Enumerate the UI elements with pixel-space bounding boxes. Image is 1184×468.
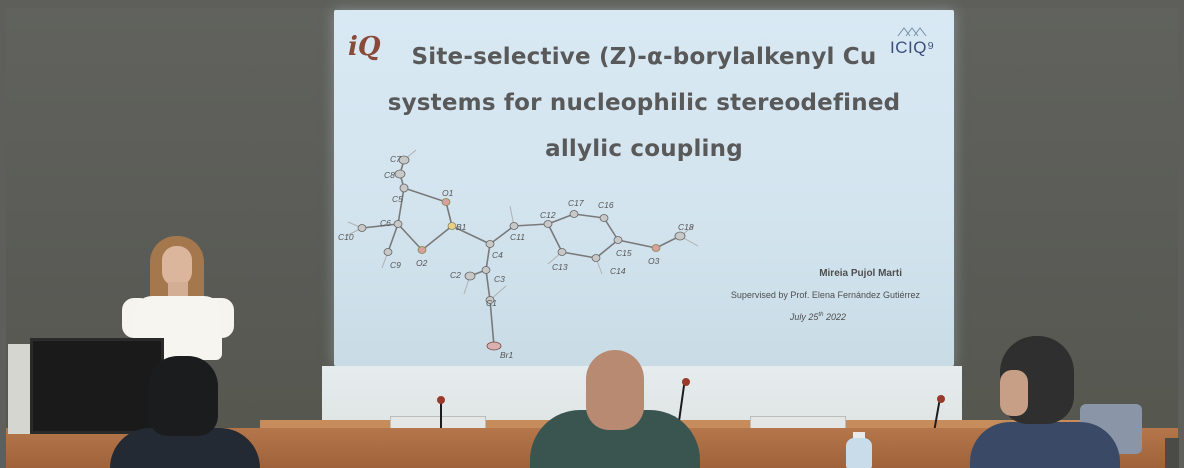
- date-prefix: July 25: [789, 312, 819, 322]
- speaker-face: [162, 246, 192, 286]
- atom-label: C8: [384, 170, 395, 180]
- atom-label: C6: [380, 218, 391, 228]
- atom-label: C4: [492, 250, 503, 260]
- slide-title-line-1: Site-selective (Z)-α-borylalkenyl Cu: [411, 44, 877, 70]
- microphone-icon: [437, 396, 445, 404]
- atom-label: B1: [456, 222, 467, 232]
- projected-slide: iQ ICIQ⁹ Site-selective (Z)-α-borylalken…: [334, 10, 954, 366]
- atom-label: C14: [610, 266, 626, 276]
- atom-label: C1: [486, 298, 497, 308]
- audience-member-right-face: [1000, 370, 1028, 416]
- atom-label: C5: [392, 194, 403, 204]
- water-bottle: [846, 438, 872, 468]
- iciq-logo-text: ICIQ⁹: [890, 38, 935, 57]
- date-year: 2022: [823, 312, 846, 322]
- atom-label: Br1: [500, 350, 514, 360]
- atom-label: C11: [510, 232, 525, 242]
- water-bottle-cap: [853, 432, 865, 440]
- atom-label: C3: [494, 274, 505, 284]
- slide-title-line-2: systems for nucleophilic stereodefined: [387, 90, 901, 116]
- atom-label: C15: [616, 248, 632, 258]
- atom-label: C12: [540, 210, 556, 220]
- author-name: Mireia Pujol Marti: [819, 268, 902, 279]
- audience-member-center-head: [586, 350, 644, 430]
- wall-fixture: [1165, 438, 1179, 468]
- microphone-icon: [682, 378, 690, 386]
- atom-label: C13: [552, 262, 568, 272]
- atom-label: C16: [598, 200, 614, 210]
- slide-title-line-3: allylic coupling: [545, 136, 743, 162]
- audience-member-left-head: [148, 356, 218, 436]
- atom-label: C17: [568, 198, 584, 208]
- atom-label: O2: [416, 258, 428, 268]
- date-ordinal: th: [818, 312, 824, 318]
- atom-label: O3: [648, 256, 660, 266]
- presentation-date: July 25th 2022: [790, 312, 846, 322]
- microphone-stand: [440, 400, 442, 432]
- atom-label: C7: [390, 154, 401, 164]
- iciq-logo-graphic-icon: [897, 27, 927, 37]
- supervisor-line: Supervised by Prof. Elena Fernández Guti…: [730, 290, 920, 300]
- atom-label: C18: [678, 222, 694, 232]
- audience-member-right-body: [970, 422, 1120, 468]
- atom-label: O1: [442, 188, 454, 198]
- atom-label: C10: [338, 232, 354, 242]
- university-logo: iQ: [348, 32, 381, 62]
- microphone-icon: [937, 395, 945, 403]
- crystal-structure-diagram: C7 C8 C5 O1 C6 B1 C11 C12 C17 C16 C18 C1…: [338, 149, 699, 360]
- atom-label: C9: [390, 260, 401, 270]
- iciq-logo: ICIQ⁹: [890, 27, 935, 58]
- lectern-monitor: [30, 338, 164, 434]
- atom-label: C2: [450, 270, 461, 280]
